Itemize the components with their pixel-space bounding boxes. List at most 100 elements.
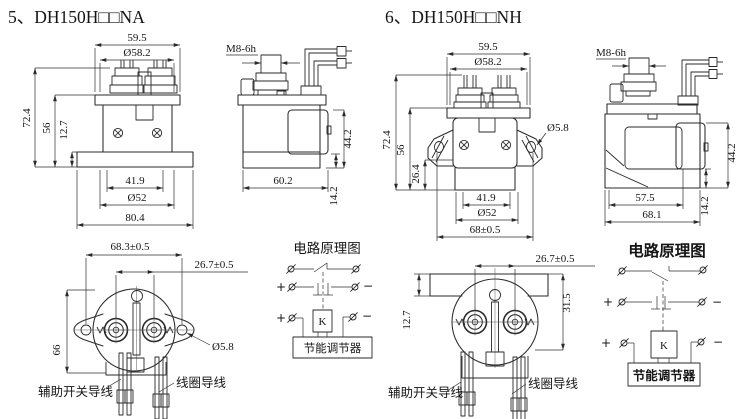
base-skirt [76, 151, 194, 168]
relay-side-outline [237, 46, 352, 169]
coil-lead-label: 线圈导线 [528, 376, 579, 391]
relay-bottom-outline [73, 286, 195, 419]
circuit-lines: + − K + − [276, 262, 373, 359]
mount-ear-left [427, 129, 454, 167]
side-housing [675, 122, 706, 170]
lead-wires [300, 46, 352, 96]
dim-mount-span: 68.3±0.5 [110, 241, 150, 253]
front-view-na: 59.5 Ø58.2 72.4 56 12.7 41.9 Ø52 [21, 32, 194, 229]
dim-side-height: 44.2 [342, 129, 354, 148]
dim-body-height: 56 [395, 144, 407, 156]
minus-sign: − [712, 295, 722, 309]
bottom-view-na: 68.3±0.5 26.7±0.5 66 Ø5.8 辅助开关导线 线圈导线 [38, 241, 248, 419]
bottom-view-nh: 26.7±0.5 12.7 31.5 辅助开关导线 线圈导线 [388, 253, 595, 419]
dim-ear-height: 26.4 [410, 164, 422, 184]
coil-symbol-label: K [319, 316, 327, 328]
coil-wires [152, 356, 170, 419]
regulator-label: 节能调节器 [633, 368, 696, 383]
dim-side-base-height: 14.2 [699, 196, 711, 215]
circuit-title: 电路原理图 [628, 241, 706, 260]
dim-top-width: 59.5 [127, 32, 147, 44]
screw-icon [112, 127, 124, 139]
dim-terminal-span: 41.9 [476, 192, 496, 204]
circuit-lines: + − K + − [601, 264, 723, 387]
section-6: 6、DH150H□□NH [381, 7, 738, 419]
thread-label: M8-6h [596, 47, 626, 59]
coil-symbol-label: K [660, 340, 668, 352]
dim-side-base-height: 14.2 [328, 186, 340, 205]
relay-front-outline [427, 75, 543, 191]
front-view-dimensions: 59.5 Ø58.2 72.4 56 12.7 41.9 Ø52 [21, 32, 194, 229]
plus-sign: + [601, 336, 611, 350]
screw-icon [151, 127, 163, 139]
dim-overall-width: 68.1 [642, 209, 661, 221]
dim-terminal-span: 26.7±0.5 [535, 253, 575, 265]
dim-body-width: 57.5 [635, 192, 655, 204]
aux-switch-wires [458, 351, 476, 417]
side-view-dimensions: M8-6h 44.2 60.2 14.2 [226, 43, 354, 206]
circuit-diagram-na: 电路原理图 + − K + − 节能调节器 [276, 241, 373, 359]
screw-icon [458, 139, 470, 151]
dim-hole-dia: Ø5.8 [547, 122, 569, 134]
mount-hole-right [526, 141, 536, 153]
dim-overall-height: 72.4 [21, 108, 33, 128]
coil-symbol-box [312, 309, 333, 333]
minus-sign: − [713, 335, 723, 349]
regulator-box [292, 336, 373, 359]
regulator-label: 节能调节器 [304, 341, 362, 355]
relay-bottom-outline [429, 268, 549, 419]
coil-symbol-box [650, 330, 678, 359]
section-6-title: 6、DH150H□□NH [385, 7, 522, 27]
center-connector [137, 71, 152, 96]
dim-base-height: 12.7 [58, 120, 70, 140]
dim-body-dia: Ø52 [478, 207, 497, 219]
dim-offset: 12.7 [401, 310, 413, 330]
plus-sign: + [276, 280, 286, 294]
coil-lead-label: 线圈导线 [176, 375, 227, 390]
dim-bracket-height: 31.5 [561, 293, 573, 313]
dim-body-height: 56 [41, 122, 53, 134]
regulator-box [627, 362, 701, 387]
dim-side-height: 44.2 [726, 143, 738, 162]
bottom-view-dimensions: 26.7±0.5 12.7 31.5 [401, 253, 595, 351]
side-housing [287, 109, 329, 155]
top-flange [446, 107, 531, 119]
dim-terminal-span: 26.7±0.5 [194, 259, 234, 271]
front-view-nh: 59.5 Ø58.2 72.4 56 26.4 Ø5.8 41.9 [381, 41, 569, 241]
dim-side-width: 60.2 [273, 175, 292, 187]
m8-stud [260, 54, 282, 74]
circuit-title: 电路原理图 [293, 241, 361, 257]
dim-flange-dia: Ø58.2 [474, 56, 501, 68]
section-5: 5、DH150H□□NA 59.5 [8, 7, 373, 419]
side-view-nh: M8-6h 44.2 14.2 57.5 68.1 [596, 47, 738, 226]
relay-front-outline [76, 60, 194, 168]
bottom-view-dimensions: 68.3±0.5 26.7±0.5 66 Ø5.8 [51, 241, 248, 374]
minus-sign: − [362, 309, 372, 323]
aux-switch-wires [116, 352, 134, 416]
relay-side-outline [604, 57, 723, 189]
dim-terminal-span: 41.9 [125, 175, 145, 187]
m8-stud [628, 57, 650, 75]
dim-bottom-height: 66 [51, 344, 63, 356]
section-5-title: 5、DH150H□□NA [8, 7, 145, 27]
plus-sign: + [276, 311, 286, 325]
side-view-na: M8-6h 44.2 60.2 14.2 [226, 43, 354, 206]
dim-body-dia: Ø52 [128, 192, 147, 204]
plus-sign: + [603, 295, 613, 309]
mount-hole-left [434, 141, 444, 153]
mount-ear-right [516, 129, 543, 167]
screw-icon [500, 139, 512, 151]
lead-wires [677, 57, 723, 106]
coil-wires [510, 356, 528, 419]
dim-flange-dia: Ø58.2 [123, 47, 150, 59]
front-view-dimensions: 59.5 Ø58.2 72.4 56 26.4 Ø5.8 41.9 [381, 41, 569, 241]
side-view-dimensions: M8-6h 44.2 14.2 57.5 68.1 [596, 47, 738, 226]
dim-mount-span: 68±0.5 [470, 224, 501, 236]
circuit-diagram-nh: 电路原理图 + − K + − 节能调节器 [601, 241, 723, 387]
top-flange [94, 94, 181, 106]
aux-switch-label: 辅助开关导线 [38, 384, 114, 399]
aux-switch-label: 辅助开关导线 [388, 385, 464, 400]
minus-sign: − [363, 279, 373, 293]
